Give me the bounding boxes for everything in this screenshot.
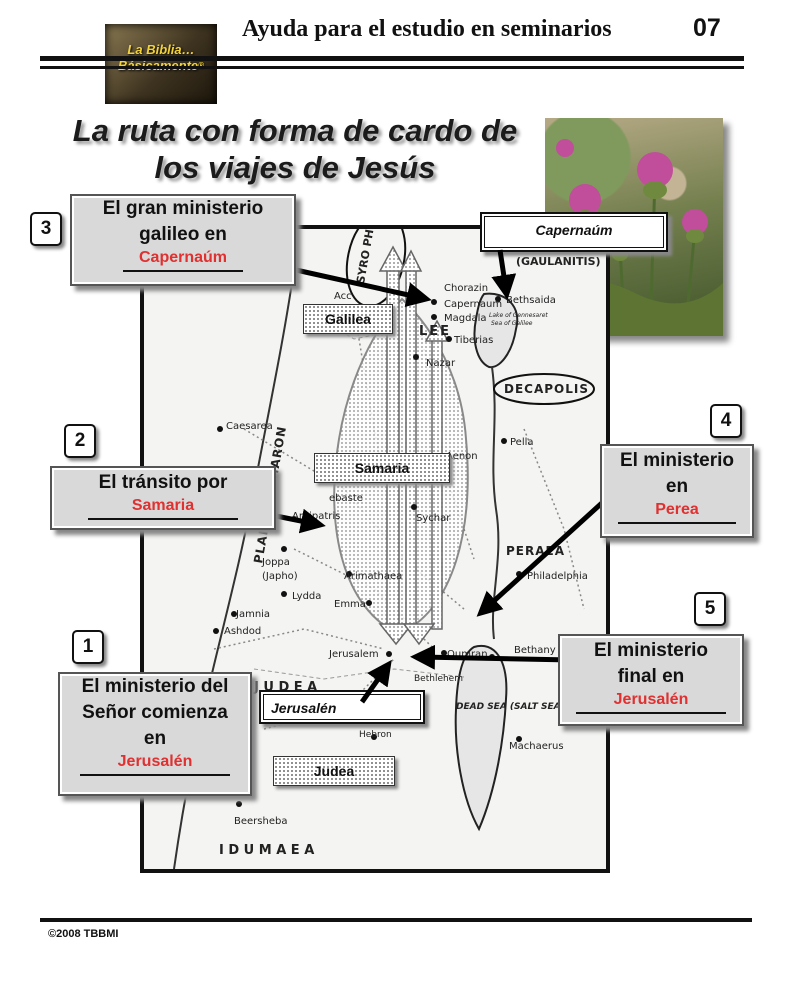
callout-step2: El tránsito por Samaria [50,466,276,530]
callout-step1-answer: Jerusalén [80,752,230,776]
map-label-aenon: Aenon [446,451,478,462]
map-label-capernaum: Capernaum [444,299,502,310]
region-label-judea: Judea [273,756,395,786]
map-label-tiberias: Tiberias [453,335,493,346]
callout-step5-line2: final en [617,666,685,687]
callout-step1-line3: en [143,728,167,749]
callout-step1-line1: El ministerio del [81,676,229,697]
region-label-samaria: Samaria [314,453,450,483]
callout-step4: El ministerio en Perea [600,444,754,538]
header-title: Ayuda para el estudio en seminarios [242,16,612,42]
map-label-dead-sea: DEAD SEA (SALT SEA) [456,702,565,712]
map-label-nazareth: Nazar [426,358,456,369]
step-number-1: 1 [72,630,104,664]
callout-step3-line1: El gran ministerio [102,198,264,219]
page-title: La ruta con forma de cardo de los viajes… [30,112,560,186]
map-label-emmaus: Emma [334,599,366,610]
arrow-capernaum [491,249,517,300]
callout-step5-line1: El ministerio [593,640,709,661]
arrow-step4 [476,490,616,617]
arrow-step3 [277,263,432,307]
header-rule-top [40,56,744,61]
map-label-ashdod: Ashdod [224,626,261,637]
logo-line1: La Biblia… [127,42,195,57]
map-label-idumaea: I D U M A E A [219,843,314,858]
map-label-machaerus: Machaerus [509,741,564,752]
callout-step4-line1: El ministerio [619,450,735,471]
callout-step3-line2: galileo en [139,224,227,245]
title-line1: La ruta con forma de cardo de [72,113,518,148]
callout-step1: El ministerio del Señor comienza en Jeru… [58,672,252,796]
map-label-qumran: Qumran [447,649,488,660]
map-label-lydda: Lydda [292,591,321,602]
callout-step2-line1: El tránsito por [98,472,228,493]
copyright: ©2008 TBBMI [48,928,119,940]
map-label-hebron: Hebron [359,730,392,740]
map-label-japho: (Japho) [262,571,298,582]
header-rule-bottom [40,66,744,69]
map-label-bethlehem: Bethlehem [414,674,463,684]
map-label-jamnia: Jamnia [235,609,270,620]
callout-step3-answer: Capernaúm [123,248,243,272]
region-label-galilea: Galilea [303,304,393,334]
map-label-sychar: Sychar [416,513,451,524]
map-label-bethsaida: Bethsaida [506,295,556,306]
region-label-capernaum: Capernaúm [480,212,668,252]
map-label-philadelphia: Philadelphia [527,571,588,582]
map-label-gaulanitis: (GAULANITIS) [516,255,601,268]
page-number: 07 [693,14,721,42]
arrow-step5 [410,644,573,670]
map-label-chorazin: Chorazin [444,283,488,294]
callout-step1-line2: Señor comienza [82,702,228,723]
callout-step2-answer: Samaria [88,496,238,520]
map-label-decapolis: DECAPOLIS [504,382,589,396]
footer-rule [40,918,752,922]
map-label-bethany: Bethany [514,645,556,656]
step-number-5: 5 [694,592,726,626]
map-label-lake2: Sea of Galilee [491,320,533,327]
map-label-joppa: Joppa [261,557,290,568]
map-label-pella: Pella [510,437,534,448]
map-label-caesarea: Caesarea [226,421,273,432]
step-number-2: 2 [64,424,96,458]
bible-logo: La Biblia… Básicamente® [105,24,217,104]
region-label-jerusalen: Jerusalén [259,690,425,724]
logo-line2: Básicamente® [105,58,217,73]
callout-step4-answer: Perea [618,500,736,524]
map-label-arimathaea: Arimathaea [344,571,402,582]
callout-step4-line2: en [665,476,689,497]
callout-step5-answer: Jerusalén [576,690,726,714]
callout-step3: El gran ministerio galileo en Capernaúm [70,194,296,286]
map-label-jerusalem: Jerusalem [328,649,379,660]
step-number-4: 4 [710,404,742,438]
map-label-beersheba: Beersheba [234,816,287,827]
map-label-galilee: LEE [419,324,451,339]
map-label-acc: Acc [334,291,352,302]
callout-step5: El ministerio final en Jerusalén [558,634,744,726]
step-number-3: 3 [30,212,62,246]
arrow-jerusalen [359,659,392,704]
title-line2: los viajes de Jesús [154,150,436,185]
map-label-magdala: Magdala [444,313,487,324]
map-label-lake: Lake of Gennesaret [489,312,548,319]
map-label-sebaste: ebaste [329,493,363,504]
